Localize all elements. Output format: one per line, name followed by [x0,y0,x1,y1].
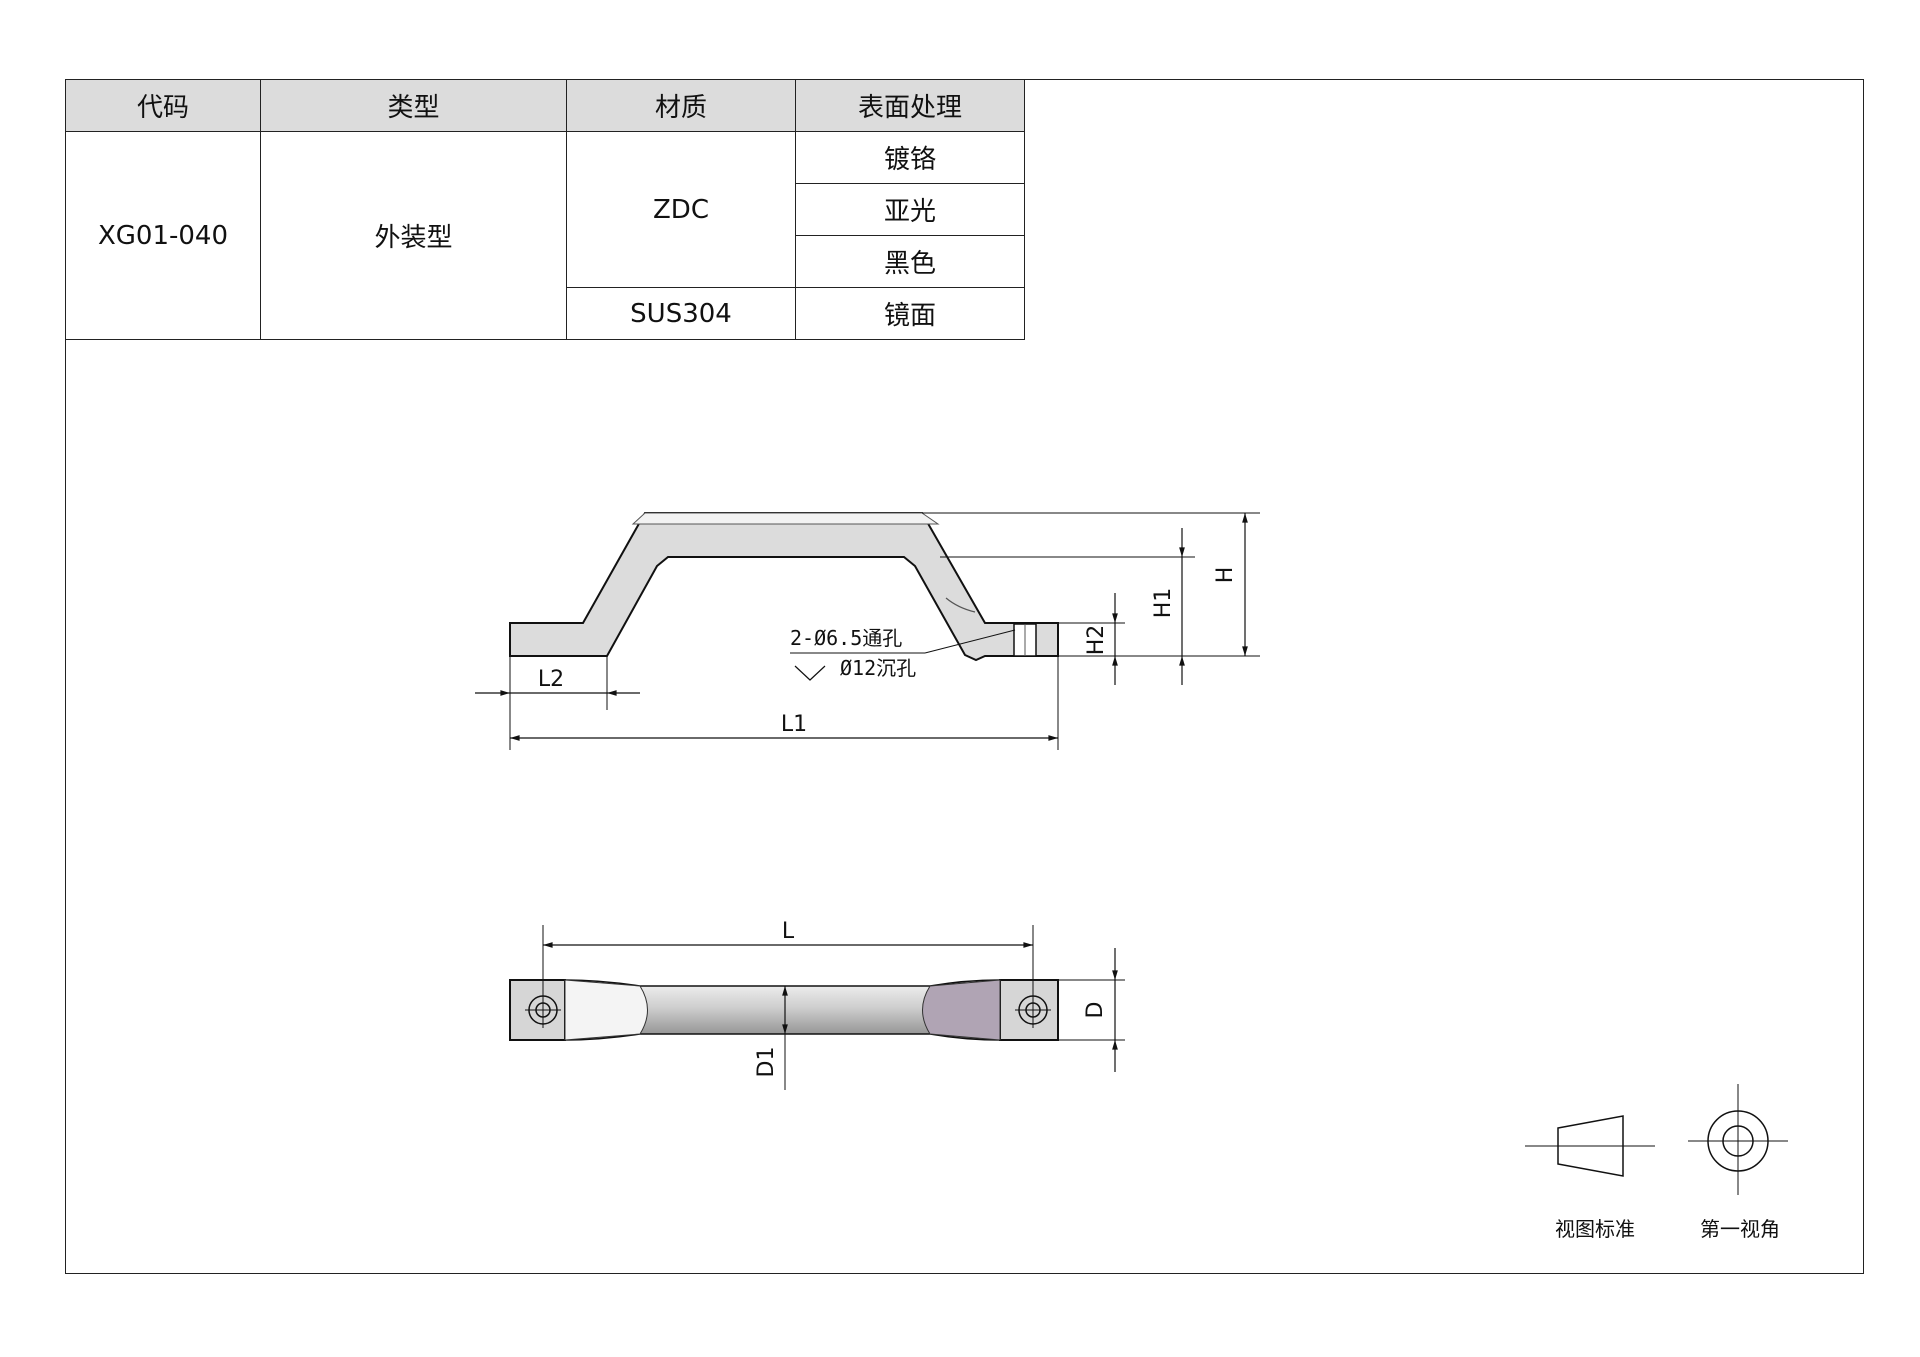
projection-symbol [1525,1084,1788,1195]
dim-label-L: L [782,919,795,944]
dim-label-H1: H1 [1151,588,1176,619]
counterbore-edge [945,597,976,613]
dim-label-L1: L1 [781,712,807,737]
dim-label-D1: D1 [754,1047,779,1078]
hole-note-line1: 2-Ø6.5通孔 [790,626,902,650]
handle-side-profile [509,512,1059,662]
material-cell-zdc: ZDC [566,131,796,288]
cone-end-inner-circle [1722,1125,1754,1157]
material-cell-sus: SUS304 [566,287,796,340]
header-finish: 表面处理 [795,79,1025,132]
view-standard-label: 视图标准 [1555,1217,1635,1241]
code-cell: XG01-040 [65,131,261,340]
cone-side-icon [1557,1115,1624,1177]
countersink-symbol [794,665,826,681]
table-row: XG01-040 外装型 ZDC 镀铬 [65,131,1025,340]
cone-end-outer-circle [1707,1110,1769,1172]
dim-label-H2: H2 [1084,625,1109,656]
extension-lines [509,512,1260,750]
finish-cell: 亚光 [795,183,1025,236]
first-angle-label: 第一视角 [1700,1217,1780,1241]
finish-cell: 镜面 [795,287,1025,340]
header-type: 类型 [260,79,567,132]
left-taper [564,979,648,1041]
table-row: SUS304 镜面 [66,287,1025,340]
table-row: 黑色 [66,235,1025,288]
hole-note-line2: Ø12沉孔 [840,656,916,680]
side-view: H H1 H2 L2 L1 2-Ø6.5通孔 Ø12沉孔 [475,512,1260,750]
note-leader-line [924,629,1016,654]
top-view: L D D1 [509,919,1125,1090]
right-taper [922,979,1001,1041]
spec-table: 代码 类型 材质 表面处理 XG01-040 外装型 ZDC 镀铬 亚光 黑色 … [65,79,1025,340]
table-header-row: 代码 类型 材质 表面处理 [65,79,1025,132]
handle-top-face [631,512,940,525]
dim-label-H: H [1213,567,1238,584]
dim-label-D: D [1083,1002,1108,1019]
dim-label-L2: L2 [538,667,564,692]
header-material: 材质 [566,79,796,132]
finish-cell: 镀铬 [795,131,1025,184]
table-row: 亚光 [66,183,1025,236]
finish-cell: 黑色 [795,235,1025,288]
